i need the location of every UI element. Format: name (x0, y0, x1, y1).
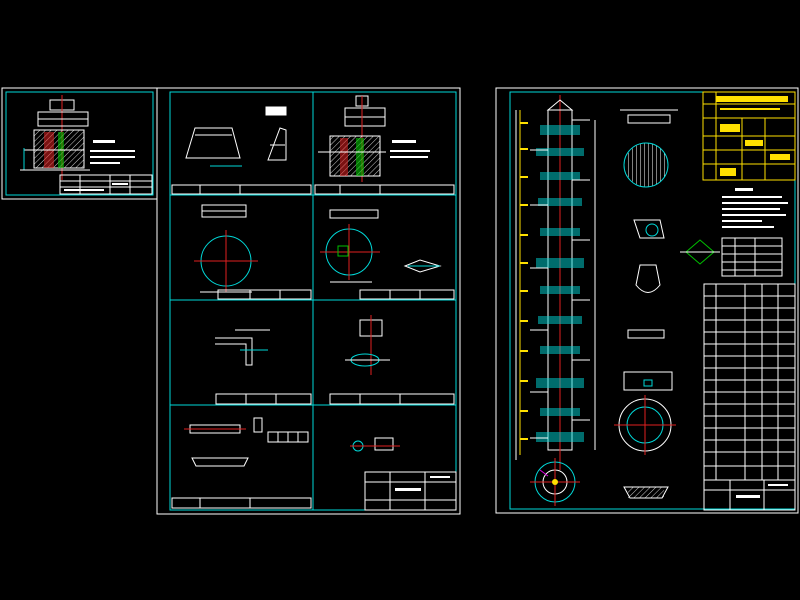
panel-7-title-block (171, 497, 312, 509)
nozzle-table[interactable] (721, 237, 783, 277)
sheet-1[interactable] (1, 87, 158, 200)
panel-6-title-block (329, 393, 455, 405)
sheet-3-detail-views[interactable] (614, 109, 720, 499)
parts-list-table[interactable] (703, 283, 796, 481)
column-elevation-marks (520, 122, 528, 440)
spec-table[interactable] (702, 91, 796, 181)
sheet-3-main-title-block[interactable] (703, 479, 796, 511)
technical-notes (722, 188, 788, 228)
panel-nozzle-detail[interactable] (329, 315, 455, 405)
sheet-3[interactable] (495, 87, 799, 514)
panel-circular-plate[interactable] (194, 204, 312, 300)
panel-1-title-block (171, 184, 312, 195)
panel-small-part[interactable] (350, 437, 457, 511)
column-nozzles (530, 119, 590, 439)
sheet-1-tray-detail (20, 95, 90, 180)
panel-2-title-block (314, 184, 455, 195)
parts-list-rows (704, 295, 795, 467)
panel-flange-plate[interactable] (320, 209, 455, 300)
panel-3-title-block (217, 289, 312, 300)
panel-5-title-block (215, 393, 312, 405)
panel-4-title-block (359, 289, 455, 300)
sheet-2-main-title-block (364, 471, 457, 511)
sheet-3-outer-border (495, 87, 799, 514)
sheet-1-title-block (59, 174, 153, 195)
column-tray-sections (536, 125, 584, 442)
panel-support-ring[interactable] (171, 417, 312, 509)
sheet-1-inner-frame (5, 91, 154, 196)
panel-bracket-detail[interactable] (215, 329, 312, 405)
panel-tray-assembly[interactable] (314, 95, 455, 195)
panel-cone-transition[interactable] (171, 106, 312, 195)
sheet-1-notes (90, 140, 135, 164)
column-elevation[interactable] (515, 95, 596, 470)
sheet-2-outer-border (156, 87, 461, 515)
sheet-2[interactable] (156, 87, 461, 515)
column-base-plan-view[interactable] (530, 458, 580, 506)
